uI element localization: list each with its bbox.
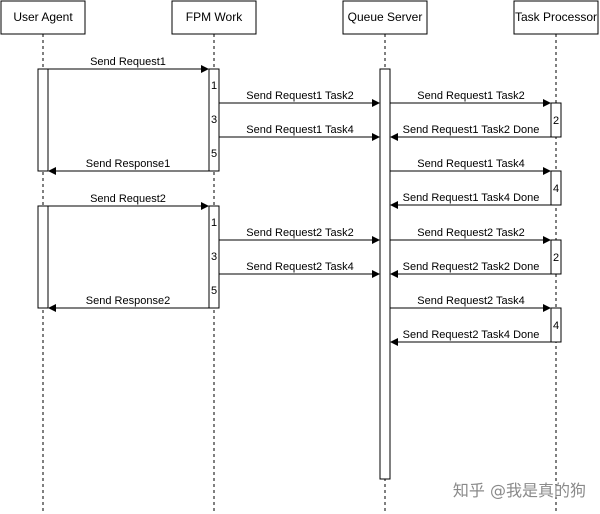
message-label: Send Request2 Task4 Done [403, 329, 540, 341]
activation-tp-r1-task2 [550, 102, 562, 138]
step-number: 2 [553, 252, 559, 264]
message-label: Send Request2 Task2 [246, 227, 353, 239]
step-number: 4 [553, 183, 559, 195]
message-fpm-to-qs: Send Request2 Task4 [219, 261, 380, 278]
activation-tp-r2-task2 [550, 239, 562, 275]
message-label: Send Request1 Task4 [417, 158, 524, 170]
step-number: 5 [211, 285, 217, 297]
activation-user-agent-r1 [37, 68, 49, 172]
message-label: Send Response2 [86, 295, 170, 307]
message-qs-to-tp: Send Request2 Task2 [390, 227, 551, 244]
participant-label: Task Processor [515, 10, 597, 24]
message-label: Send Response1 [86, 158, 170, 170]
step-number: 1 [211, 217, 217, 229]
participant-task-processor: Task Processor [513, 0, 599, 35]
message-tp-to-qs: Send Request2 Task4 Done [390, 329, 551, 346]
message-fpm-to-qs: Send Request2 Task2 [219, 227, 380, 244]
participant-label: User Agent [13, 10, 73, 24]
message-fpm-to-qs: Send Request1 Task2 [219, 90, 380, 107]
message-tp-to-qs: Send Request1 Task2 Done [390, 124, 551, 141]
participant-user-agent: User Agent [0, 0, 86, 35]
activation-queue-server [379, 68, 391, 480]
step-number: 2 [553, 115, 559, 127]
participant-queue-server: Queue Server [342, 0, 428, 35]
message-label: Send Request2 Task2 [417, 227, 524, 239]
message-ua-to-fpm: Send Request2 [48, 193, 209, 210]
message-fpm-to-ua: Send Response2 [48, 295, 209, 312]
message-label: Send Request1 Task2 Done [403, 124, 540, 136]
message-label: Send Request2 [90, 193, 166, 205]
watermark: 知乎 @我是真的狗 [453, 481, 586, 500]
activation-user-agent-r2 [37, 205, 49, 309]
step-number: 3 [211, 114, 217, 126]
message-label: Send Request2 Task4 [246, 261, 353, 273]
step-number: 4 [553, 320, 559, 332]
message-qs-to-tp: Send Request1 Task2 [390, 90, 551, 107]
step-number: 5 [211, 148, 217, 160]
activation-fpm-r2 [208, 205, 220, 309]
participant-fpm-work: FPM Work [171, 0, 257, 35]
activation-tp-r2-task4 [550, 307, 562, 343]
participant-label: FPM Work [186, 10, 243, 24]
message-fpm-to-qs: Send Request1 Task4 [219, 124, 380, 141]
message-tp-to-qs: Send Request1 Task4 Done [390, 192, 551, 209]
message-label: Send Request2 Task2 Done [403, 261, 540, 273]
message-label: Send Request1 Task4 [246, 124, 353, 136]
message-label: Send Request1 Task2 [246, 90, 353, 102]
message-fpm-to-ua: Send Response1 [48, 158, 209, 175]
message-label: Send Request1 Task4 Done [403, 192, 540, 204]
activation-tp-r1-task4 [550, 170, 562, 206]
step-number: 3 [211, 251, 217, 263]
message-label: Send Request1 [90, 56, 166, 68]
message-label: Send Request2 Task4 [417, 295, 524, 307]
message-ua-to-fpm: Send Request1 [48, 56, 209, 73]
message-tp-to-qs: Send Request2 Task2 Done [390, 261, 551, 278]
message-label: Send Request1 Task2 [417, 90, 524, 102]
participant-label: Queue Server [348, 10, 423, 24]
step-number: 1 [211, 80, 217, 92]
activation-fpm-r1 [208, 68, 220, 172]
message-qs-to-tp: Send Request2 Task4 [390, 295, 551, 312]
message-qs-to-tp: Send Request1 Task4 [390, 158, 551, 175]
